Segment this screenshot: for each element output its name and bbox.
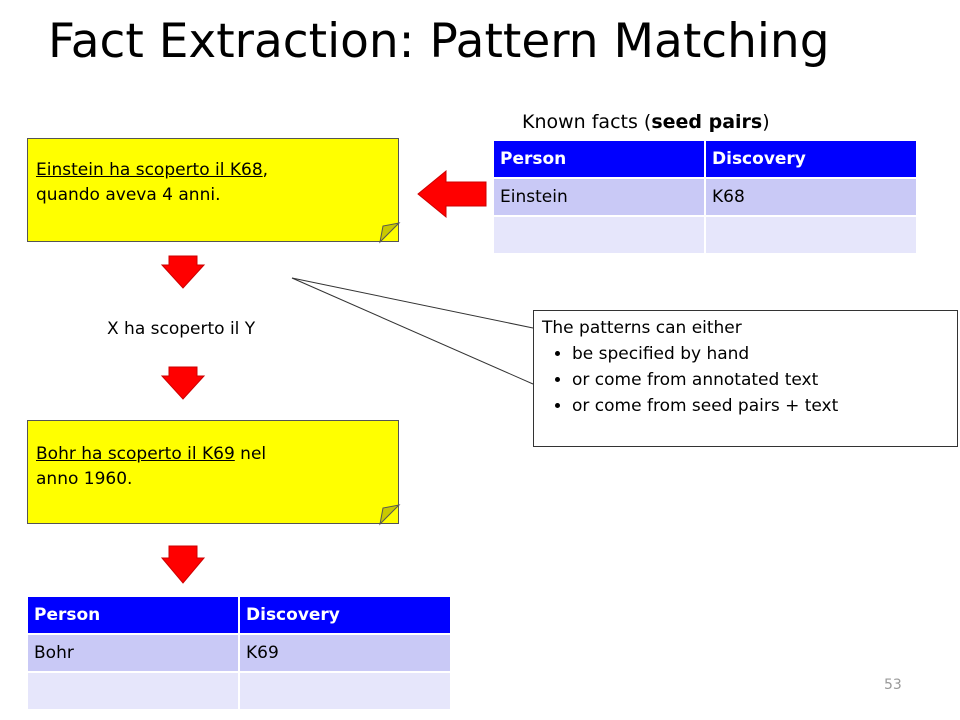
pattern-text: X ha scoperto il Y: [107, 319, 256, 339]
callout-bullet: or come from seed pairs + text: [572, 393, 949, 419]
callout-bullet: be specified by hand: [572, 341, 949, 367]
header-discovery: Discovery: [240, 597, 450, 633]
seed-caption-bold: seed pairs: [651, 111, 763, 133]
seed-caption-prefix: Known facts (: [522, 111, 652, 133]
note-fold-einstein: [379, 222, 401, 244]
note-fold-bohr: [379, 504, 401, 526]
header-person: Person: [28, 597, 238, 633]
table-row: Bohr K69: [28, 635, 450, 671]
cell-discovery: K68: [706, 179, 916, 215]
note-second-line: quando aveva 4 anni.: [36, 185, 221, 205]
note-match-text: Bohr ha scoperto il K69: [36, 444, 235, 464]
patterns-callout: The patterns can either be specified by …: [533, 310, 958, 447]
seed-caption: Known facts (seed pairs): [522, 111, 770, 133]
table-header-row: Person Discovery: [28, 597, 450, 633]
cell-person: Bohr: [28, 635, 238, 671]
note-rest-text: nel: [234, 444, 267, 464]
page-number: 53: [884, 677, 902, 693]
arrow-down-icon: [160, 255, 206, 289]
note-second-line: anno 1960.: [36, 469, 133, 489]
callout-bullet: or come from annotated text: [572, 367, 949, 393]
cell-discovery: [240, 673, 450, 709]
result-table: Person Discovery Bohr K69: [26, 595, 452, 711]
callout-intro: The patterns can either: [542, 318, 742, 338]
table-header-row: Person Discovery: [494, 141, 916, 177]
arrow-down-icon: [160, 366, 206, 400]
table-row: [28, 673, 450, 709]
callout-list: be specified by hand or come from annota…: [542, 341, 949, 419]
table-row: [494, 217, 916, 253]
callout-pointer-line: [291, 277, 534, 329]
header-discovery: Discovery: [706, 141, 916, 177]
table-row: Einstein K68: [494, 179, 916, 215]
arrow-left-icon: [417, 169, 487, 219]
cell-discovery: [706, 217, 916, 253]
header-person: Person: [494, 141, 704, 177]
arrow-down-icon: [160, 545, 206, 584]
sentence-note-bohr: Bohr ha scoperto il K69 nel anno 1960.: [27, 420, 399, 524]
cell-person: Einstein: [494, 179, 704, 215]
seed-table: Person Discovery Einstein K68: [492, 139, 918, 255]
seed-caption-suffix: ): [762, 111, 770, 133]
callout-pointer-line: [291, 277, 534, 385]
note-rest-text: ,: [262, 160, 269, 180]
cell-person: [28, 673, 238, 709]
cell-person: [494, 217, 704, 253]
sentence-note-einstein: Einstein ha scoperto il K68, quando avev…: [27, 138, 399, 242]
slide-title: Fact Extraction: Pattern Matching: [48, 14, 830, 69]
cell-discovery: K69: [240, 635, 450, 671]
note-match-text: Einstein ha scoperto il K68: [36, 160, 263, 180]
